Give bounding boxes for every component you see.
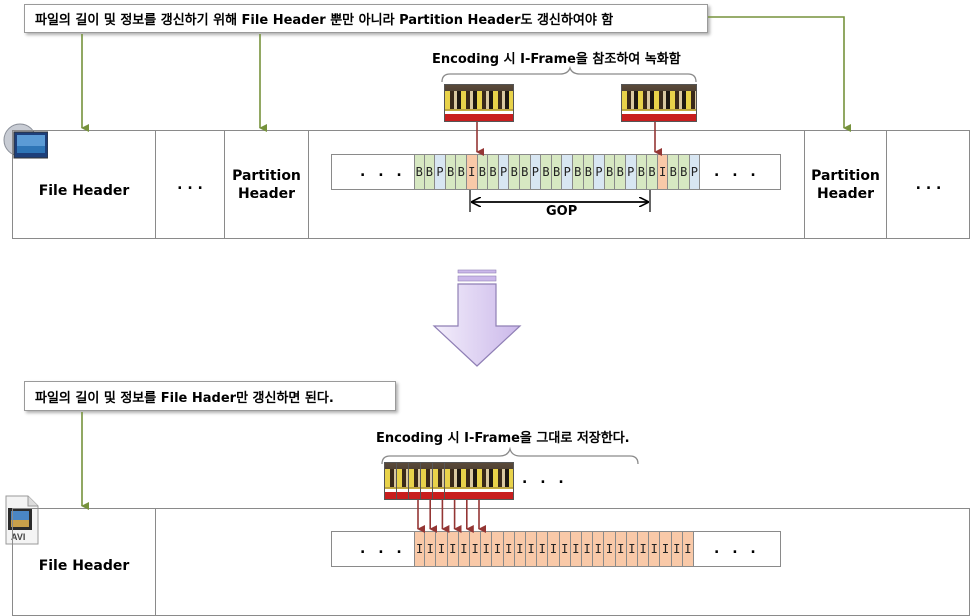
top-frame-i: I	[467, 155, 478, 189]
bottom-frame-i: I	[526, 532, 538, 566]
bottom-frame-i: I	[638, 532, 650, 566]
bottom-frame-i: I	[447, 532, 459, 566]
bottom-frame-i: I	[649, 532, 661, 566]
top-thumbnail-1	[444, 84, 514, 122]
top-frame-b: B	[541, 155, 552, 189]
bottom-frame-i: I	[514, 532, 526, 566]
top-frame-b: B	[647, 155, 658, 189]
top-frame-b: B	[615, 155, 626, 189]
down-transition-arrow	[432, 269, 522, 367]
bottom-frame-i: I	[537, 532, 549, 566]
top-frame-p: P	[530, 155, 542, 189]
bottom-thumbnail-stack	[384, 462, 516, 500]
bottom-callout-text: 파일의 길이 및 정보를 File Hader만 갱신하면 된다.	[35, 390, 334, 406]
bottom-thumbnail-6	[444, 462, 514, 500]
top-frame-b: B	[488, 155, 499, 189]
bottom-frame-i: I	[458, 532, 470, 566]
ellipsis-cell-2: . . .	[887, 131, 970, 238]
bottom-strip-leading-dots: . . .	[360, 541, 406, 557]
top-brace	[441, 66, 697, 83]
bottom-thumb-trailing-dots: . . .	[522, 471, 568, 487]
top-frame-p: P	[562, 155, 573, 189]
bottom-file-header-cell: File Header	[13, 509, 156, 615]
bottom-frame-i: I	[660, 532, 672, 566]
bottom-strip-trailing-dots: . . .	[714, 541, 760, 557]
top-frame-b: B	[445, 155, 457, 189]
bottom-frame-i: I	[626, 532, 638, 566]
ellipsis-2-label: . . .	[915, 176, 942, 193]
bottom-callout: 파일의 길이 및 정보를 File Hader만 갱신하면 된다.	[24, 381, 396, 411]
top-frame-b: B	[509, 155, 520, 189]
bottom-frame-i: I	[414, 532, 426, 566]
bottom-encoding-label: Encoding 시 I-Frame을 그대로 저장한다.	[376, 431, 630, 446]
bottom-frame-i: I	[682, 532, 694, 566]
partition-header-1-label: Partition Header	[232, 167, 301, 202]
top-frame-b: B	[583, 155, 595, 189]
top-callout: 파일의 길이 및 정보를 갱신하기 위해 File Header 뿐만 아니라 …	[24, 4, 708, 33]
top-frame-b: B	[604, 155, 616, 189]
file-header-label: File Header	[38, 182, 130, 199]
bottom-frame-i: I	[425, 532, 437, 566]
top-thumbnail-2	[621, 84, 697, 122]
bottom-frame-i: I	[582, 532, 594, 566]
bottom-frame-i: I	[604, 532, 616, 566]
top-frame-b: B	[679, 155, 690, 189]
bottom-brace	[381, 446, 639, 465]
top-frame-p: P	[626, 155, 637, 189]
bottom-frame-i: I	[492, 532, 504, 566]
bottom-frame-i: I	[470, 532, 482, 566]
top-frame-b: B	[477, 155, 489, 189]
stream-cell	[309, 131, 805, 238]
bottom-frame-i: I	[503, 532, 515, 566]
top-frame-p: P	[498, 155, 510, 189]
avi-icon-text: AVI	[11, 532, 25, 542]
top-frame-b: B	[520, 155, 531, 189]
file-header-cell: File Header	[13, 131, 156, 238]
top-frame-p: P	[594, 155, 605, 189]
partition-header-cell-2: Partition Header	[805, 131, 887, 238]
top-encoding-label: Encoding 시 I-Frame을 참조하여 녹화함	[432, 52, 681, 67]
top-frame-b: B	[456, 155, 467, 189]
top-frame-b: B	[551, 155, 563, 189]
ellipsis-1-label: . . .	[177, 176, 203, 193]
top-frame-b: B	[636, 155, 648, 189]
top-frame-b: B	[573, 155, 584, 189]
top-frame-b: B	[668, 155, 679, 189]
bottom-file-header-label: File Header	[38, 558, 130, 574]
ellipsis-cell-1: . . .	[156, 131, 225, 238]
gop-label: GOP	[546, 204, 578, 219]
top-frame-p: P	[435, 155, 446, 189]
top-frame-i: I	[657, 155, 669, 189]
top-file-structure: File Header . . . Partition Header Parti…	[12, 130, 970, 239]
bottom-frame-i: I	[615, 532, 627, 566]
top-frame-p: P	[689, 155, 701, 189]
bottom-frame-i: I	[671, 532, 683, 566]
top-strip-leading-dots: . . .	[360, 164, 406, 180]
bottom-frame-i: I	[570, 532, 582, 566]
top-frame-b: B	[424, 155, 436, 189]
partition-header-cell-1: Partition Header	[225, 131, 309, 238]
bottom-frame-i: I	[548, 532, 560, 566]
top-frame-b: B	[414, 155, 425, 189]
bottom-frame-i: I	[481, 532, 493, 566]
top-callout-text: 파일의 길이 및 정보를 갱신하기 위해 File Header 뿐만 아니라 …	[35, 13, 614, 28]
bottom-frame-i: I	[436, 532, 448, 566]
bottom-frame-i: I	[593, 532, 605, 566]
arrow-to-partition-header-2	[708, 16, 851, 132]
top-strip-trailing-dots: . . .	[714, 164, 760, 180]
bottom-frame-i: I	[559, 532, 571, 566]
partition-header-2-label: Partition Header	[811, 167, 880, 202]
